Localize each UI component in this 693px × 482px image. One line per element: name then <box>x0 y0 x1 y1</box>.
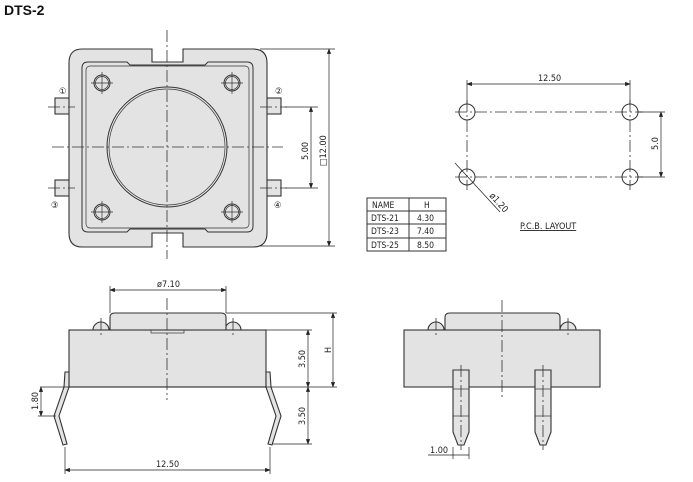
top-view: ① ② ③ ④ 5.00 □12.00 <box>48 30 335 259</box>
dim-pin-width: 1.00 <box>430 446 448 456</box>
table-cell: 7.40 <box>417 227 434 237</box>
actuator-cap <box>109 312 227 331</box>
actuator-cap <box>444 312 561 331</box>
side-view: ø7.10 H 3.50 3.50 1.80 12.50 <box>31 280 337 474</box>
dim-cap-diameter: ø7.10 <box>157 280 180 290</box>
height-table: NAME H DTS-21 4.30 DTS-23 7.40 DTS-25 8.… <box>366 197 447 252</box>
outer-body <box>68 48 268 248</box>
pcb-layout: 12.50 5.0 ø1.20 P.C.B. LAYOUT <box>454 74 665 232</box>
dim-body-height: 3.50 <box>298 350 308 368</box>
switch-body <box>68 329 267 388</box>
dim-pin-pitch: 5.00 <box>301 142 311 160</box>
dim-hole-diameter: ø1.20 <box>487 191 510 215</box>
table-cell: DTS-23 <box>371 227 399 237</box>
left-lead <box>53 371 70 446</box>
table-header-h: H <box>424 201 430 211</box>
right-lead <box>265 371 282 446</box>
dim-bend-height: 1.80 <box>31 392 41 410</box>
pcb-layout-label: P.C.B. LAYOUT <box>520 222 576 232</box>
table-cell: 4.30 <box>417 214 434 224</box>
dim-pcb-height: 5.0 <box>651 137 661 150</box>
table-cell: DTS-21 <box>371 214 399 224</box>
dim-total-height: H <box>324 347 334 353</box>
inner-frame <box>81 61 254 233</box>
end-view: 1.00 <box>403 300 601 459</box>
switch-body <box>403 329 601 388</box>
dim-lead-span: 12.50 <box>156 460 179 470</box>
pin-label-2: ② <box>275 87 282 97</box>
pin-label-4: ④ <box>274 201 281 211</box>
dim-body-size: □12.00 <box>319 135 329 166</box>
dim-pcb-width: 12.50 <box>538 74 561 84</box>
dim-lead-length: 3.50 <box>298 407 308 425</box>
table-cell: DTS-25 <box>371 241 399 251</box>
table-cell: 8.50 <box>417 241 434 251</box>
drawing-title: DTS-2 <box>4 2 45 18</box>
pin-label-1: ① <box>59 87 66 97</box>
pin-label-3: ③ <box>51 201 58 211</box>
table-header-name: NAME <box>372 201 395 211</box>
